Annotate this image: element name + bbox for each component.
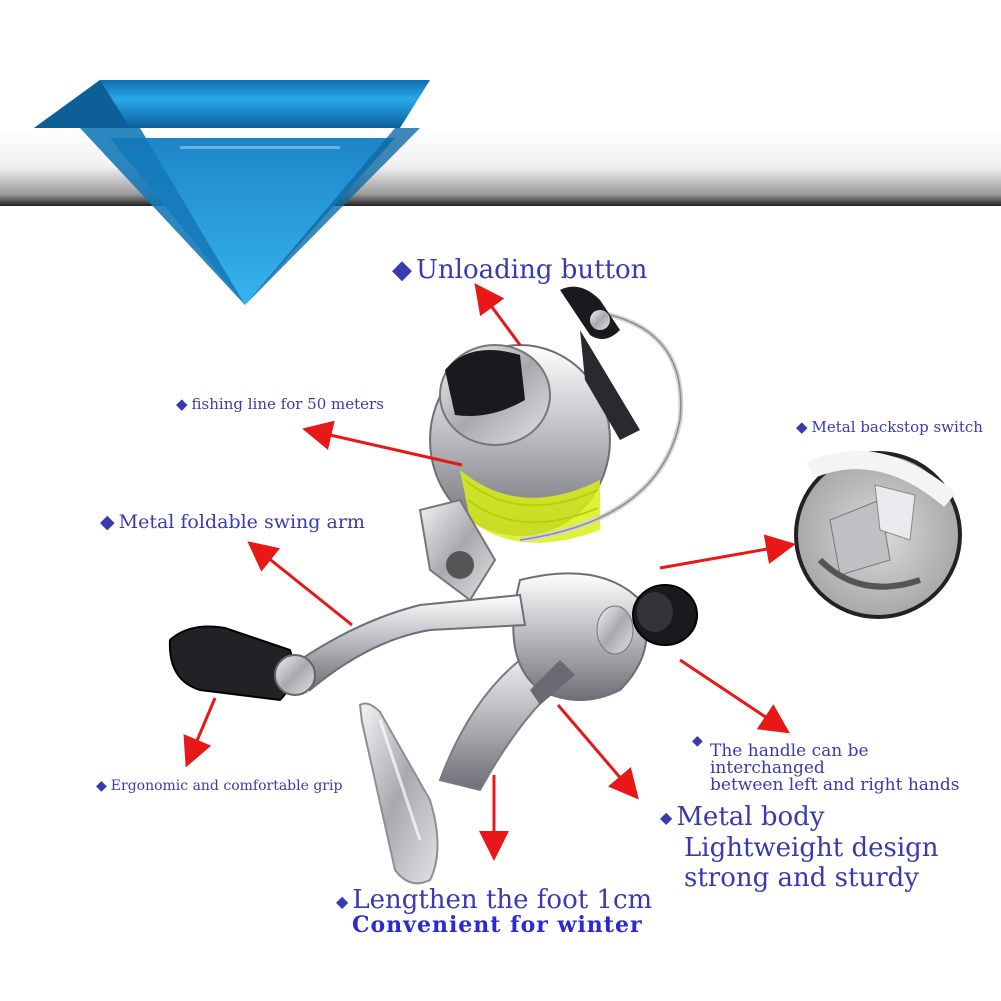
- label-grip: ◆Ergonomic and comfortable grip: [96, 778, 343, 794]
- bullet-icon: ◆: [96, 778, 107, 794]
- label-unloading-button: ◆Unloading button: [392, 255, 648, 285]
- arrow-fishing-line: [302, 420, 463, 467]
- handle-line-1: The handle can be: [710, 741, 869, 761]
- ribbon-banner: [34, 80, 430, 305]
- metal-body-line-2: Lightweight design: [684, 833, 939, 863]
- fishing-reel: [168, 286, 698, 885]
- bullet-icon: ◆: [392, 255, 412, 285]
- handle-line-3: between left and right hands: [710, 775, 960, 795]
- bullet-icon: ◆: [176, 395, 188, 413]
- metal-body-line-3: strong and sturdy: [684, 863, 919, 893]
- bullet-icon: ◆: [660, 808, 673, 827]
- bullet-icon: ◆: [796, 418, 808, 436]
- label-winter: Convenient for winter: [352, 912, 643, 938]
- label-handle-interchange: ◆ The handle can be interchanged between…: [692, 733, 960, 795]
- arrow-backstop: [659, 534, 796, 570]
- label-swing-arm: ◆Metal foldable swing arm: [100, 511, 365, 533]
- arrow-handle: [679, 658, 790, 734]
- arrow-swing-arm: [247, 541, 353, 627]
- bullet-icon: ◆: [336, 891, 349, 911]
- arrow-grip: [183, 697, 217, 768]
- label-metal-body: ◆Metal body Lightweight design strong an…: [660, 802, 939, 893]
- handle-line-2: interchanged: [710, 758, 825, 778]
- label-foot-length: ◆Lengthen the foot 1cm: [336, 885, 653, 915]
- bullet-icon: ◆: [692, 733, 703, 749]
- arrow-metal-body: [556, 704, 639, 800]
- label-fishing-line: ◆fishing line for 50 meters: [176, 395, 384, 413]
- metal-body-line-1: ◆Metal body: [660, 802, 825, 832]
- bullet-icon: ◆: [100, 511, 115, 533]
- backstop-detail-circle: [794, 451, 962, 619]
- arrow-unloading: [474, 283, 522, 346]
- annotation-arrows: [183, 283, 796, 861]
- label-backstop-switch: ◆Metal backstop switch: [796, 418, 983, 436]
